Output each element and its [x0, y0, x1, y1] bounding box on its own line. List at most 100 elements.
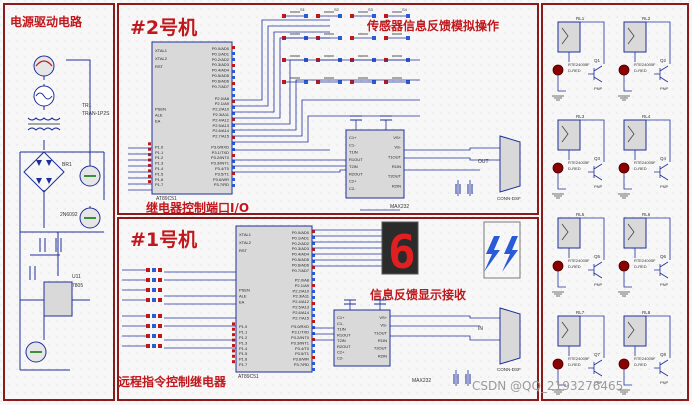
mcu-pin-label: ALE — [239, 294, 247, 299]
command-switch-terminal[interactable] — [146, 314, 150, 318]
sensor-switch-terminal[interactable] — [304, 80, 308, 84]
relay-coil — [557, 21, 581, 53]
pin-marker — [232, 333, 235, 337]
relay-contact — [561, 125, 569, 143]
sensor-switch-terminal[interactable] — [304, 14, 308, 18]
command-switch-terminal[interactable] — [146, 298, 150, 302]
relay-led-part: D-RED — [634, 264, 647, 269]
mcu-pin-label: P2.1/A9 — [215, 101, 230, 106]
command-switch-terminal[interactable] — [152, 288, 156, 292]
mcu-pin-label: P3.5/T1 — [295, 351, 310, 356]
command-switch-terminal[interactable] — [158, 298, 162, 302]
switch-label: S1 — [300, 7, 306, 12]
command-switch-terminal[interactable] — [146, 334, 150, 338]
command-switch-terminal[interactable] — [152, 268, 156, 272]
command-switch-terminal[interactable] — [146, 324, 150, 328]
ground-icon — [618, 95, 630, 101]
relay-driver-label: PNP — [594, 86, 603, 91]
command-switch-terminal[interactable] — [158, 268, 162, 272]
mcu-pin-label: P3.7/RD — [214, 182, 229, 187]
sensor-switch-terminal[interactable] — [406, 80, 410, 84]
power-frame — [3, 3, 115, 401]
mcu-pin-label: P2.1/A9 — [295, 283, 310, 288]
mcu-pin-label: P0.4/AD4 — [292, 252, 310, 257]
command-switch-terminal[interactable] — [152, 324, 156, 328]
tr1-label: TR1 — [82, 103, 92, 109]
mcu-pin-label: P3.0/RXD — [211, 144, 229, 149]
pin-marker — [232, 322, 235, 326]
sensor-switch-terminal[interactable] — [338, 36, 342, 40]
max232-pin-label: R1OUT — [337, 332, 351, 337]
ground-icon — [618, 291, 630, 297]
mcu-pin-label: P0.5/AD5 — [292, 257, 310, 262]
mcu-pin-label: P3.5/T1 — [215, 171, 230, 176]
mcu-pin-label: P2.6/A14 — [213, 128, 230, 133]
relay-driver-label: PNP — [660, 282, 669, 287]
relay-transistor-icon — [588, 261, 603, 279]
ground-icon — [552, 389, 564, 395]
command-switch-terminal[interactable] — [152, 334, 156, 338]
pin-marker — [232, 106, 235, 109]
transformer-tr1 — [27, 117, 61, 131]
relay-coil-part: RTE24005F — [634, 62, 656, 67]
relay-coil-part: RTE24005F — [568, 356, 590, 361]
relay-driver-label: PNP — [594, 282, 603, 287]
sensor-switch-terminal — [350, 36, 354, 40]
max232-pin-label: T2OUT — [388, 174, 402, 179]
command-switch-terminal[interactable] — [158, 344, 162, 348]
relay-label: RL3 — [576, 114, 585, 119]
pin-marker — [232, 354, 235, 358]
max232-pin-label: T2IN — [349, 164, 358, 169]
relay-contact — [561, 27, 569, 45]
sensor-switch-terminal[interactable] — [372, 36, 376, 40]
sensor-switch-terminal[interactable] — [372, 80, 376, 84]
relay-coil — [557, 315, 581, 347]
command-switch-terminal[interactable] — [146, 278, 150, 282]
relay-led-icon — [618, 358, 630, 370]
command-switch-terminal[interactable] — [146, 344, 150, 348]
command-switch-terminal[interactable] — [158, 278, 162, 282]
pin-marker — [232, 82, 235, 85]
machine2-title: #2号机 — [130, 17, 197, 39]
mcu-pin-label: P3.1/TXD — [292, 330, 309, 335]
sensor-switch-terminal[interactable] — [406, 14, 410, 18]
sensor-switch-terminal[interactable] — [372, 14, 376, 18]
command-switch-terminal[interactable] — [158, 334, 162, 338]
sensor-switch-terminal[interactable] — [338, 80, 342, 84]
mcu-pin-label: P0.6/AD6 — [292, 262, 310, 267]
relay-led-icon — [618, 162, 630, 174]
sensor-switch-terminal[interactable] — [406, 36, 410, 40]
relay-led-icon — [552, 260, 564, 272]
command-switch-terminal[interactable] — [146, 268, 150, 272]
max232-2-label: MAX232 — [390, 204, 409, 210]
relay-led-part: D-RED — [568, 166, 581, 171]
mcu-pin-label: P2.3/A11 — [213, 112, 230, 117]
pin-marker — [232, 154, 235, 157]
u11-label: U11 — [72, 274, 81, 280]
command-switch-terminal[interactable] — [158, 288, 162, 292]
max232-pin-label: C1- — [337, 321, 344, 326]
mcu-pin-label: P1.4 — [239, 346, 248, 351]
command-switch-terminal[interactable] — [158, 324, 162, 328]
relay-driver-label: PNP — [660, 86, 669, 91]
sensor-switch-terminal — [282, 58, 286, 62]
command-switch-terminal[interactable] — [152, 278, 156, 282]
link-bars — [483, 221, 521, 279]
command-switch-terminal[interactable] — [158, 314, 162, 318]
command-switch-terminal[interactable] — [152, 344, 156, 348]
command-switch-terminal[interactable] — [146, 288, 150, 292]
sensor-switch-terminal — [350, 14, 354, 18]
mcu-pin-label: P0.7/AD7 — [212, 84, 230, 89]
mcu-pin-label: P0.5/AD5 — [212, 73, 230, 78]
out-pin-label: OUT — [478, 159, 489, 165]
mcu-pin-label: PSEN — [155, 106, 166, 111]
mcu-pin-label: XTAL2 — [239, 240, 252, 245]
mcu-pin-label: EA — [155, 118, 161, 123]
command-switch-terminal[interactable] — [152, 314, 156, 318]
mcu-pin-label: P2.7/A15 — [213, 134, 230, 139]
command-switch-terminal[interactable] — [152, 298, 156, 302]
relay-transistor-icon — [654, 163, 669, 181]
max232-pin-label: T2OUT — [374, 346, 388, 351]
pin-marker — [312, 254, 315, 257]
sensor-switch-terminal[interactable] — [338, 14, 342, 18]
